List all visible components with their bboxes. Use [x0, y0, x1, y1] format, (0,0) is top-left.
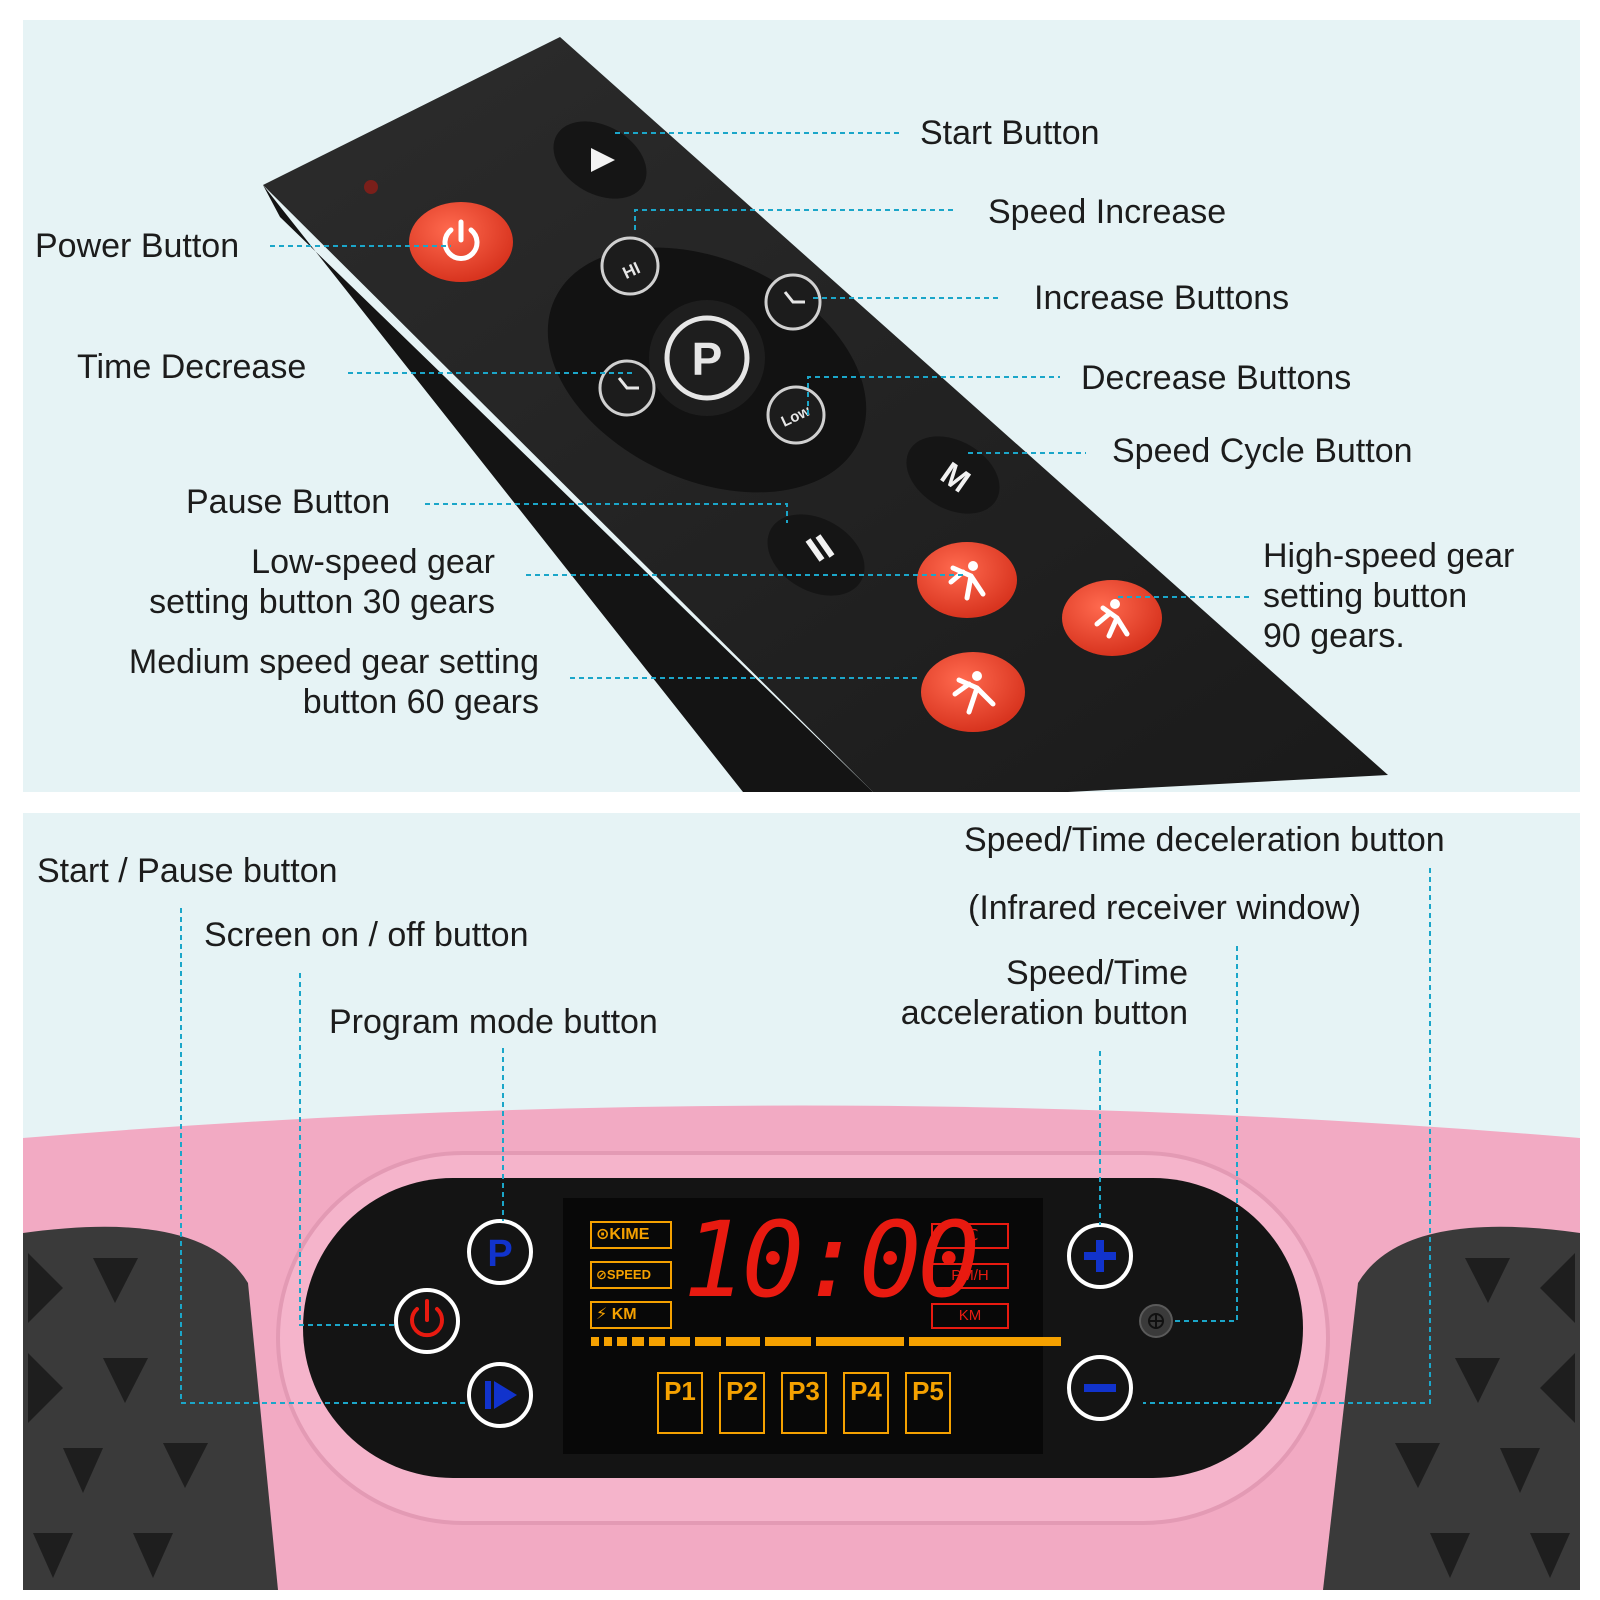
label-low-speed-line2: setting button 30 gears: [149, 583, 495, 621]
minus-icon: [1084, 1384, 1116, 1392]
remote-high-speed-button[interactable]: [1062, 580, 1162, 656]
screen-on-off-button[interactable]: [394, 1288, 460, 1354]
level-bar-segment: [909, 1337, 1061, 1346]
label-medium-speed-gear: Medium speed gear setting button 60 gear…: [129, 642, 539, 722]
lcd-window: [563, 1198, 1043, 1454]
lcd-indicator-km: ⚡ KM: [590, 1301, 672, 1329]
lcd-indicator-pmh: PM/H: [931, 1263, 1009, 1289]
lcd-indicator-km-text: KM: [611, 1306, 637, 1323]
label-medium-speed-line1: Medium speed gear setting: [128, 643, 539, 681]
label-start-button: Start Button: [920, 114, 1100, 152]
level-bar-segment: [765, 1337, 811, 1346]
program-p2: P2: [719, 1372, 765, 1434]
label-high-speed-line1: High-speed gear: [1263, 537, 1515, 575]
label-infrared-window: (Infrared receiver window): [968, 889, 1362, 927]
label-speed-time-accel-line2: acceleration button: [900, 994, 1188, 1032]
p-icon: P: [692, 333, 723, 385]
remote-low-speed-button[interactable]: [917, 542, 1017, 618]
level-bar-segment: [632, 1337, 644, 1346]
leader-lines: [270, 132, 1250, 679]
label-power-button: Power Button: [35, 227, 240, 265]
remote-start-button[interactable]: [540, 106, 661, 215]
hi-icon: HI: [620, 258, 643, 282]
label-high-speed-line3: 90 gears.: [1263, 617, 1405, 655]
lcd-level-bar: [591, 1337, 1061, 1346]
label-speed-time-accel: Speed/Time acceleration button: [901, 953, 1188, 1033]
jumper-icon: [1094, 605, 1130, 639]
program-mode-button[interactable]: P: [467, 1219, 533, 1285]
program-p5: P5: [905, 1372, 951, 1434]
console-diagram-panel: P: [23, 813, 1580, 1590]
label-increase-buttons: Increase Buttons: [1034, 279, 1290, 317]
label-screen-on-off: Screen on / off button: [204, 916, 529, 954]
lcd-indicator-speed-text: SPEED: [606, 1267, 651, 1282]
label-high-speed-gear: High-speed gear setting button 90 gears.: [1263, 536, 1514, 656]
program-p4: P4: [843, 1372, 889, 1434]
remote-illustration: P HI Low M: [263, 37, 1388, 792]
level-bar-segment: [649, 1337, 665, 1346]
remote-medium-speed-button[interactable]: [921, 652, 1025, 732]
level-bar-segment: [670, 1337, 690, 1346]
label-time-decrease: Time Decrease: [77, 348, 307, 386]
label-pause-button: Pause Button: [186, 483, 391, 521]
level-bar-segment: [695, 1337, 721, 1346]
level-bar-segment: [816, 1337, 904, 1346]
start-pause-button[interactable]: [467, 1362, 533, 1428]
lcd-indicator-kime-text: KIME: [609, 1226, 650, 1243]
lcd-time-readout: 10:00: [683, 1199, 980, 1321]
remote-diagram-panel: P HI Low M: [23, 20, 1580, 792]
label-start-pause: Start / Pause button: [37, 852, 338, 890]
right-foot-pad: [1323, 1226, 1580, 1590]
lcd-left-indicators: ⊙KIME ⊘SPEED ⚡ KM: [590, 1221, 672, 1329]
level-bar-segment: [617, 1337, 627, 1346]
label-high-speed-line2: setting button: [1263, 577, 1468, 615]
program-p3: P3: [781, 1372, 827, 1434]
remote-speed-cycle-button[interactable]: M: [893, 421, 1014, 530]
label-medium-speed-line2: button 60 gears: [302, 683, 539, 721]
remote-program-button[interactable]: P: [649, 300, 765, 416]
level-bar-segment: [591, 1337, 599, 1346]
label-low-speed-line1: Low-speed gear: [251, 543, 495, 581]
lcd-indicator-km-right: KM: [931, 1303, 1009, 1329]
power-icon: [442, 227, 480, 261]
led-indicator: [364, 180, 378, 194]
label-decrease-buttons: Decrease Buttons: [1081, 359, 1352, 397]
clock-plus-icon: [783, 291, 805, 304]
lcd-program-list: P1 P2 P3 P4 P5: [657, 1372, 951, 1434]
level-bar-segment: [726, 1337, 760, 1346]
console-leader-lines: [180, 868, 1431, 1404]
program-p1: P1: [657, 1372, 703, 1434]
remote-time-decrease-button[interactable]: [598, 359, 656, 417]
power-icon: [410, 1307, 444, 1338]
pause-icon: [805, 538, 825, 562]
remote-speed-increase-button[interactable]: HI: [600, 236, 660, 296]
level-bar-segment: [604, 1337, 612, 1346]
infrared-receiver-window: [1139, 1304, 1173, 1338]
lcd-indicator-speed: ⊘SPEED: [590, 1261, 672, 1289]
p-icon: P: [487, 1233, 512, 1275]
clock-minus-icon: [617, 377, 639, 390]
remote-power-button[interactable]: [409, 202, 513, 282]
label-speed-increase: Speed Increase: [988, 193, 1227, 231]
label-speed-cycle-button: Speed Cycle Button: [1112, 432, 1413, 470]
speed-time-decel-button[interactable]: [1067, 1355, 1133, 1421]
speed-time-accel-button[interactable]: [1067, 1223, 1133, 1289]
lcd-indicator-temp: ℃: [931, 1223, 1009, 1249]
play-pause-icon: [485, 1381, 491, 1409]
walker-icon: [948, 565, 986, 601]
play-icon: [591, 148, 615, 172]
left-foot-pad: [23, 1226, 278, 1590]
remote-speed-decrease-button[interactable]: Low: [766, 385, 826, 445]
label-low-speed-gear: Low-speed gear setting button 30 gears: [149, 542, 495, 622]
label-program-mode: Program mode button: [329, 1003, 658, 1041]
console-illustration: P: [23, 868, 1580, 1590]
label-speed-time-accel-line1: Speed/Time: [1005, 954, 1188, 992]
remote-time-increase-button[interactable]: [764, 273, 822, 331]
runner-icon: [952, 677, 996, 715]
lcd-right-indicators: ℃ PM/H KM: [931, 1223, 1009, 1329]
lcd-indicator-kime: ⊙KIME: [590, 1221, 672, 1249]
label-speed-time-decel: Speed/Time deceleration button: [964, 821, 1445, 859]
